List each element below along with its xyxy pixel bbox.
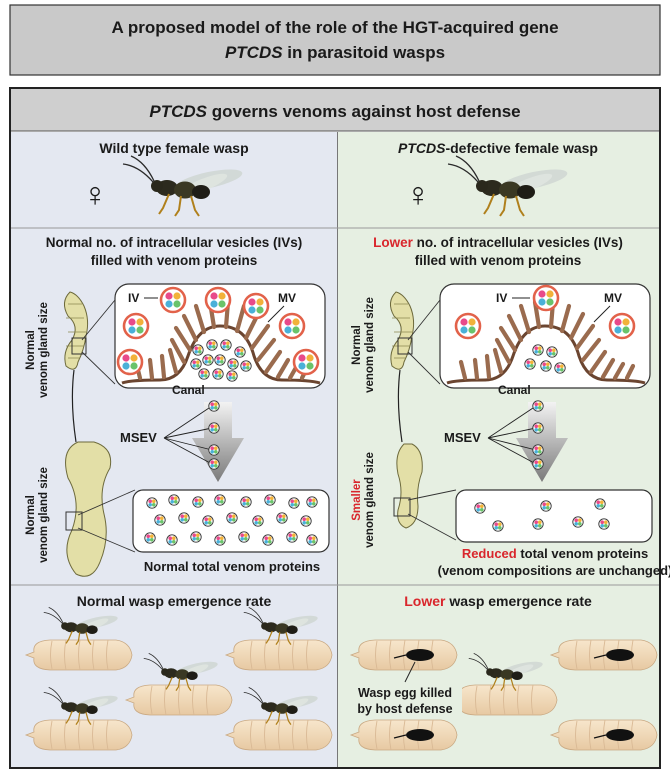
left-gland-size-top-label: Normal venom gland size xyxy=(25,302,50,398)
left-gland-size-bottom-label: Normal venom gland size xyxy=(25,467,50,563)
left-cell-diagram: IV MV Canal xyxy=(114,283,326,397)
svg-text:MSEV: MSEV xyxy=(120,430,157,445)
right-lumen-box xyxy=(455,489,653,543)
left-vesicle-line2: filled with venom proteins xyxy=(91,253,258,268)
right-total-note: (venom compositions are unchanged) xyxy=(438,563,670,578)
right-gland-size-bottom-label: Smaller venom gland size xyxy=(351,452,376,548)
svg-text:venom gland size: venom gland size xyxy=(364,297,376,393)
svg-text:Canal: Canal xyxy=(172,383,205,397)
right-emergence-title: Lower wasp emergence rate xyxy=(404,593,592,609)
left-female-symbol: ♀ xyxy=(82,176,108,214)
right-female-symbol: ♀ xyxy=(405,176,431,214)
header-title-line1: A proposed model of the role of the HGT-… xyxy=(111,18,558,37)
svg-text:MV: MV xyxy=(278,291,296,305)
right-vesicle-line2: filled with venom proteins xyxy=(415,253,582,268)
svg-text:Wasp egg killed: Wasp egg killed xyxy=(358,686,452,700)
egg-killed-label: Wasp egg killed by host defense xyxy=(350,661,462,718)
svg-text:Smaller: Smaller xyxy=(351,479,363,521)
svg-text:Normal: Normal xyxy=(25,330,37,370)
svg-text:venom gland size: venom gland size xyxy=(38,302,50,398)
left-emergence-title: Normal wasp emergence rate xyxy=(77,593,272,609)
svg-text:IV: IV xyxy=(128,291,139,305)
right-cell-diagram: IV MV Canal xyxy=(439,283,651,397)
svg-text:IV: IV xyxy=(496,291,507,305)
right-vesicle-line1: Lower no. of intracellular vesicles (IVs… xyxy=(373,235,623,250)
svg-text:venom gland size: venom gland size xyxy=(364,452,376,548)
svg-text:MSEV: MSEV xyxy=(444,430,481,445)
header-banner: A proposed model of the role of the HGT-… xyxy=(9,4,661,76)
svg-text:Canal: Canal xyxy=(498,383,531,397)
left-wasp-title: Wild type female wasp xyxy=(99,140,248,156)
svg-text:venom gland size: venom gland size xyxy=(38,467,50,563)
right-msev-arrow: MSEV xyxy=(444,400,568,482)
svg-text:by host defense: by host defense xyxy=(357,702,452,716)
right-gland-size-top-label: Normal venom gland size xyxy=(351,297,376,393)
right-wasp-title: PTCDS-defective female wasp xyxy=(398,140,598,156)
left-lumen-box xyxy=(132,489,330,553)
left-vesicle-line1: Normal no. of intracellular vesicles (IV… xyxy=(46,235,303,250)
svg-text:Normal: Normal xyxy=(351,325,363,365)
section-title: PTCDS governs venoms against host defens… xyxy=(149,102,520,121)
svg-text:MV: MV xyxy=(604,291,622,305)
left-msev-arrow: MSEV xyxy=(120,400,244,482)
header-title-line2: PTCDS in parasitoid wasps xyxy=(225,43,445,62)
left-total-label: Normal total venom proteins xyxy=(144,559,320,574)
right-pupae-group xyxy=(350,639,658,751)
svg-text:Normal: Normal xyxy=(25,495,37,535)
right-total-label: Reduced total venom proteins xyxy=(462,546,648,561)
